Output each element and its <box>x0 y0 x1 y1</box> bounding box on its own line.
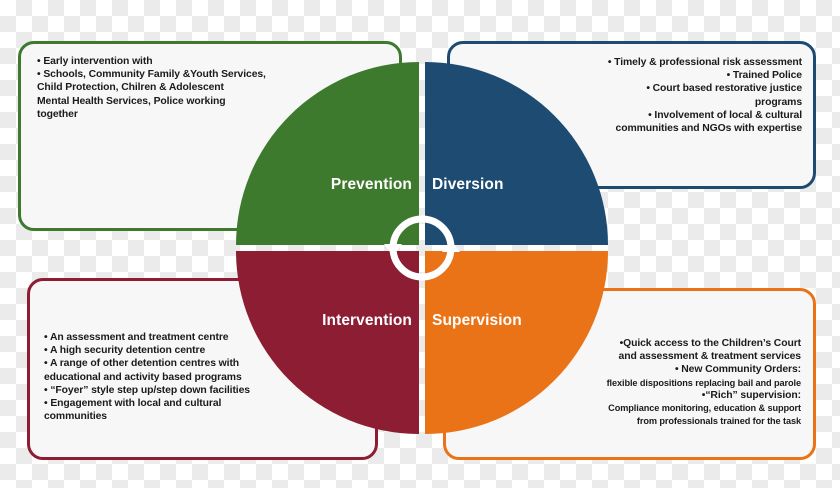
wedge-supervision <box>425 251 608 434</box>
quadrant-wheel <box>236 62 608 434</box>
quadrant-label-diversion: Diversion <box>432 176 504 193</box>
quadrant-label-supervision: Supervision <box>432 312 522 329</box>
card-supervision-text: •Quick access to the Children’s Court an… <box>461 337 802 427</box>
wedge-prevention <box>236 62 419 245</box>
card-diversion-text: • Timely & professional risk assessment … <box>452 56 802 135</box>
card-intervention-text: • An assessment and treatment centre • A… <box>44 331 334 423</box>
bullet: • Involvement of local & cultural commun… <box>615 109 803 135</box>
line: •Quick access to the Children’s Court <box>619 338 802 349</box>
bullet: • “Foyer” style step up/step down facili… <box>44 384 250 396</box>
quadrant-label-intervention: Intervention <box>322 312 412 329</box>
line: flexible dispositions replacing bail and… <box>606 377 802 388</box>
bullet: • An assessment and treatment centre <box>44 332 229 343</box>
cycle-arrowheads <box>384 240 460 256</box>
line: from professionals trained for the task <box>636 415 801 426</box>
bullet: • Schools, Community Family &Youth Servi… <box>37 69 266 120</box>
bullet: • Early intervention with <box>37 56 153 67</box>
wedge-intervention <box>236 251 419 434</box>
line: Compliance monitoring, education & suppo… <box>608 403 801 414</box>
wedge-diversion <box>425 62 608 245</box>
line: •“Rich” supervision: <box>701 390 801 402</box>
line: • New Community Orders: <box>674 364 801 376</box>
bullet: • Timely & professional risk assessment <box>607 57 802 68</box>
quadrant-label-prevention: Prevention <box>330 176 412 193</box>
card-prevention-text: • Early intervention with • Schools, Com… <box>37 55 309 121</box>
bullet: • A range of other detention centres wit… <box>44 358 242 383</box>
line: and assessment & treatment services <box>618 351 802 363</box>
wheel-wedges <box>236 62 608 434</box>
cycle-arrows-icon <box>389 215 455 281</box>
bullet: • Trained Police <box>726 70 802 82</box>
bullet: • Court based restorative justice progra… <box>646 83 802 108</box>
bullet: • Engagement with local and cultural com… <box>44 398 222 423</box>
bullet: • A high security detention centre <box>44 345 206 357</box>
